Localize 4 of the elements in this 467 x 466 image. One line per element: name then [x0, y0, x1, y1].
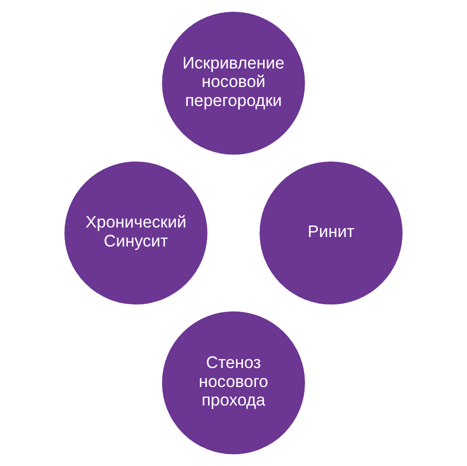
- node-circle: Стеноз носового прохода: [162, 311, 305, 454]
- node-circle: Искривление носовой перегородки: [162, 12, 305, 155]
- node-circle: Хронический Синусит: [64, 162, 208, 304]
- node-circle: Ринит: [260, 162, 403, 304]
